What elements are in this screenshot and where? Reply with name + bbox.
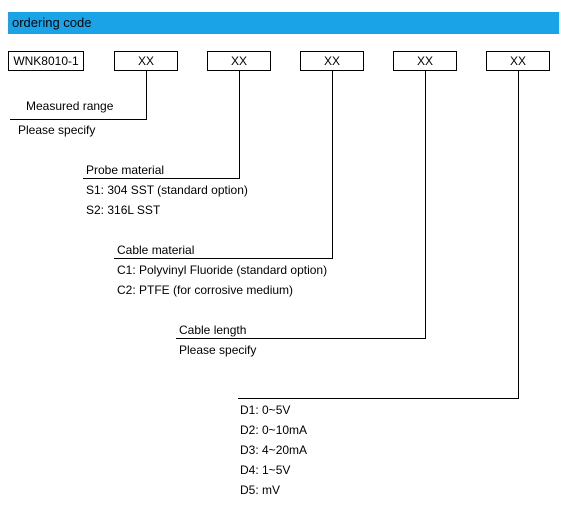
header-bar: ordering code (8, 12, 559, 34)
option-output-4: D4: 1~5V (240, 463, 291, 477)
option-output-3: D3: 4~20mA (240, 443, 308, 457)
section-title-measured-range: Measured range (26, 99, 114, 113)
code-box-5: XX (486, 51, 550, 71)
section-title-probe-material: Probe material (86, 163, 165, 177)
option-cable-length-1: Please specify (179, 343, 257, 357)
option-output-1: D1: 0~5V (240, 403, 291, 417)
option-cable-material-2: C2: PTFE (for corrosive medium) (117, 283, 294, 297)
section-title-cable-material: Cable material (117, 243, 195, 257)
code-box-4: XX (393, 51, 457, 71)
option-probe-material-2: S2: 316L SST (86, 203, 161, 217)
header-title: ordering code (12, 15, 92, 30)
option-probe-material-1: S1: 304 SST (standard option) (86, 183, 248, 197)
connector-3 (114, 71, 333, 259)
code-box-2: XX (207, 51, 271, 71)
connector-2 (83, 71, 240, 179)
option-measured-range-1: Please specify (18, 123, 96, 137)
code-box-3: XX (300, 51, 364, 71)
connector-4 (176, 71, 426, 339)
connector-1 (10, 71, 147, 120)
option-cable-material-1: C1: Polyvinyl Fluoride (standard option) (117, 263, 328, 277)
base-code-box: WNK8010-1 (8, 51, 84, 71)
option-output-5: D5: mV (240, 483, 281, 497)
code-box-1: XX (114, 51, 178, 71)
section-title-cable-length: Cable length (179, 323, 247, 337)
connector-5 (238, 71, 519, 399)
option-output-2: D2: 0~10mA (240, 423, 308, 437)
